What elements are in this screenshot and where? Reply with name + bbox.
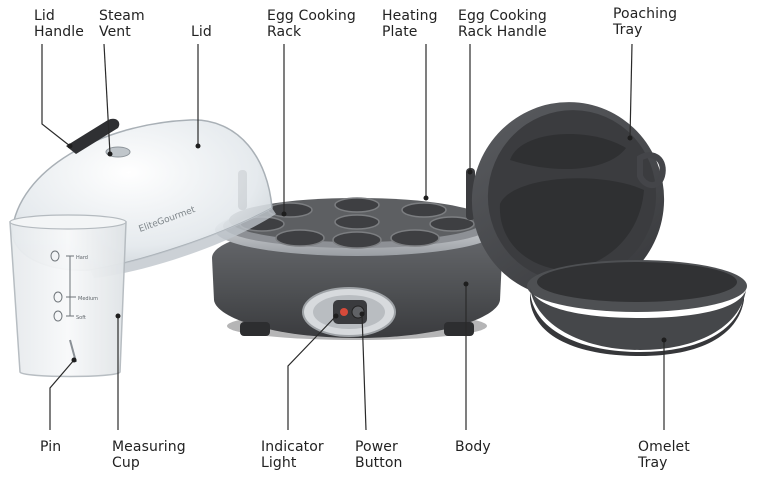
label-lid-handle: Lid Handle [34, 8, 84, 40]
poaching-tray [471, 102, 666, 298]
omelet-tray [527, 260, 747, 356]
label-poaching-tray: Poaching Tray [613, 6, 678, 38]
label-measuring-cup: Measuring Cup [112, 439, 186, 471]
label-body: Body [455, 439, 491, 455]
label-steam-vent: Steam Vent [99, 8, 145, 40]
cup-mark-medium: Medium [78, 296, 98, 302]
label-egg-cooking-rack-handle: Egg Cooking Rack Handle [458, 8, 547, 40]
label-pin: Pin [40, 439, 62, 455]
label-egg-cooking-rack: Egg Cooking Rack [267, 8, 356, 40]
label-indicator-light: Indicator Light [261, 439, 324, 471]
label-heating-plate: Heating Plate [382, 8, 438, 40]
label-power-button: Power Button [355, 439, 403, 471]
cup-mark-hard: Hard [76, 255, 88, 261]
label-omelet-tray: Omelet Tray [638, 439, 690, 471]
leader-lines [41, 43, 667, 431]
label-lid: Lid [191, 24, 212, 40]
control-panel [302, 287, 396, 337]
cup-mark-soft: Soft [76, 315, 86, 321]
measuring-cup: Hard Medium Soft [9, 214, 127, 378]
